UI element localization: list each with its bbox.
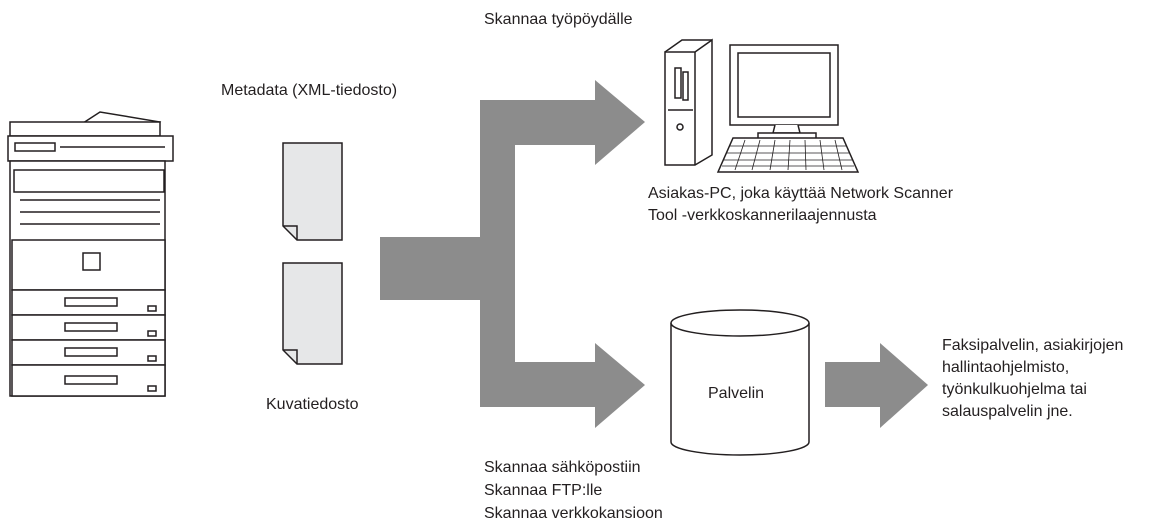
server-arrow: [825, 343, 928, 428]
server-label: Palvelin: [708, 385, 765, 402]
branch-arrow: [380, 80, 645, 428]
document-icon: [282, 142, 343, 241]
pc-tower-icon: [664, 38, 713, 166]
printer-icon: [7, 111, 174, 397]
apps-label-line2: hallintaohjelmisto,: [942, 359, 1070, 376]
keyboard-icon: [716, 137, 860, 173]
metadata-label: Metadata (XML-tiedosto): [221, 82, 398, 99]
scan-email-label: Skannaa sähköpostiin: [484, 459, 641, 476]
image-file-label: Kuvatiedosto: [266, 396, 359, 413]
scan-ftp-label: Skannaa FTP:lle: [484, 482, 603, 499]
monitor-icon: [729, 44, 839, 140]
document-icon: [282, 262, 343, 365]
scan-to-desktop-label: Skannaa työpöydälle: [484, 11, 633, 28]
apps-label-line3: työnkulkuohjelma tai: [942, 381, 1087, 398]
client-pc-label-line2: Tool -verkkoskannerilaajennusta: [648, 207, 877, 224]
apps-label-line1: Faksipalvelin, asiakirjojen: [942, 337, 1124, 354]
client-pc-label-line1: Asiakas-PC, joka käyttää Network Scanner: [648, 185, 954, 202]
apps-label-line4: salauspalvelin jne.: [942, 403, 1073, 420]
server-cylinder-icon: [670, 309, 810, 456]
scan-network-folder-label: Skannaa verkkokansioon: [484, 505, 663, 522]
